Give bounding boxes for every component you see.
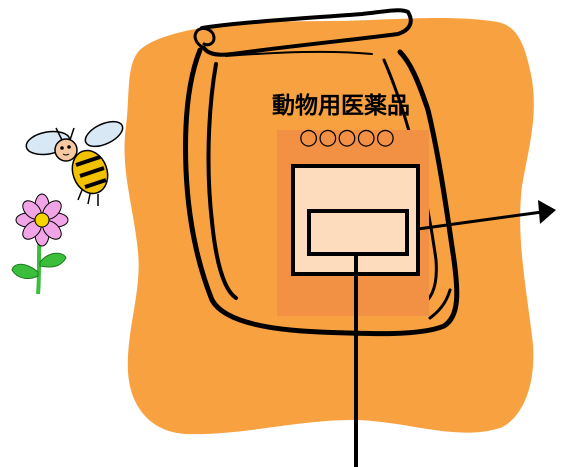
package-circles: ○○○○○	[299, 125, 395, 150]
flower-leaf-left	[12, 264, 38, 278]
flower-icon	[12, 194, 68, 294]
arrow-right-head	[538, 200, 556, 224]
flower-leaf-right	[40, 253, 66, 267]
bee-head	[55, 139, 77, 161]
bee-eye	[60, 146, 64, 150]
package-title: 動物用医薬品	[272, 92, 410, 119]
bee-eye	[67, 145, 71, 149]
inner-info-box	[309, 211, 407, 254]
bee-wing-right	[82, 116, 127, 151]
bee-icon	[24, 116, 126, 206]
flower-center	[35, 213, 49, 227]
